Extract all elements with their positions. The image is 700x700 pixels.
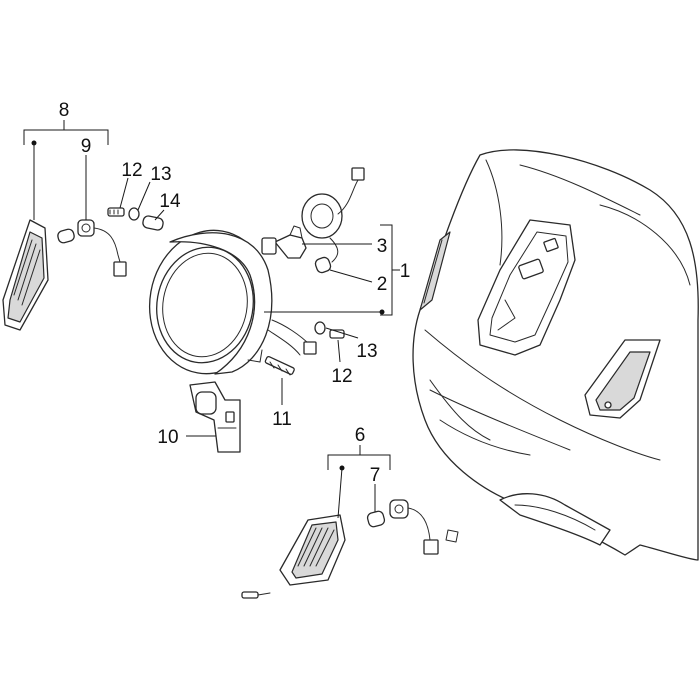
left-indicator-lens — [2, 219, 49, 331]
headlamp-bulb-3 — [261, 225, 307, 259]
right-indicator-lens — [279, 514, 346, 586]
callout-2: 2 — [377, 274, 388, 295]
callout-13-top: 13 — [150, 164, 171, 185]
parking-bulb-2 — [314, 256, 332, 274]
callout-10: 10 — [157, 427, 178, 448]
callout-7: 7 — [370, 465, 381, 486]
callout-11: 11 — [272, 409, 292, 430]
callout-labels: 8 9 12 13 14 3 2 1 13 12 11 10 6 7 — [59, 100, 411, 486]
headlamp-screw-12 — [107, 207, 125, 217]
right-indicator-socket — [389, 499, 459, 555]
callout-12-top: 12 — [121, 160, 142, 181]
callout-13-right: 13 — [356, 341, 377, 362]
headlamp-spacer-14 — [142, 215, 164, 231]
bulb-holder-boot — [301, 167, 365, 263]
callout-6: 6 — [355, 425, 366, 446]
callout-8: 8 — [59, 100, 70, 121]
headlamp-wiring — [267, 319, 317, 356]
callout-12-right: 12 — [331, 366, 352, 387]
left-indicator-socket — [77, 219, 127, 277]
headlamp-bracket-10 — [189, 381, 241, 453]
callout-3: 3 — [377, 236, 388, 257]
left-indicator-bulb — [57, 228, 75, 244]
right-indicator-screw — [241, 591, 271, 599]
front-shield — [412, 149, 699, 561]
right-washer-13 — [314, 321, 326, 335]
callout-14: 14 — [159, 191, 181, 212]
callout-9: 9 — [81, 136, 92, 157]
leader-lines — [23, 120, 400, 519]
headlamp-bolt-11 — [264, 355, 295, 376]
right-indicator-bulb — [366, 510, 386, 528]
callout-1: 1 — [400, 261, 411, 282]
headlamp-housing — [148, 229, 273, 375]
headlamp-washer-13 — [128, 207, 140, 221]
